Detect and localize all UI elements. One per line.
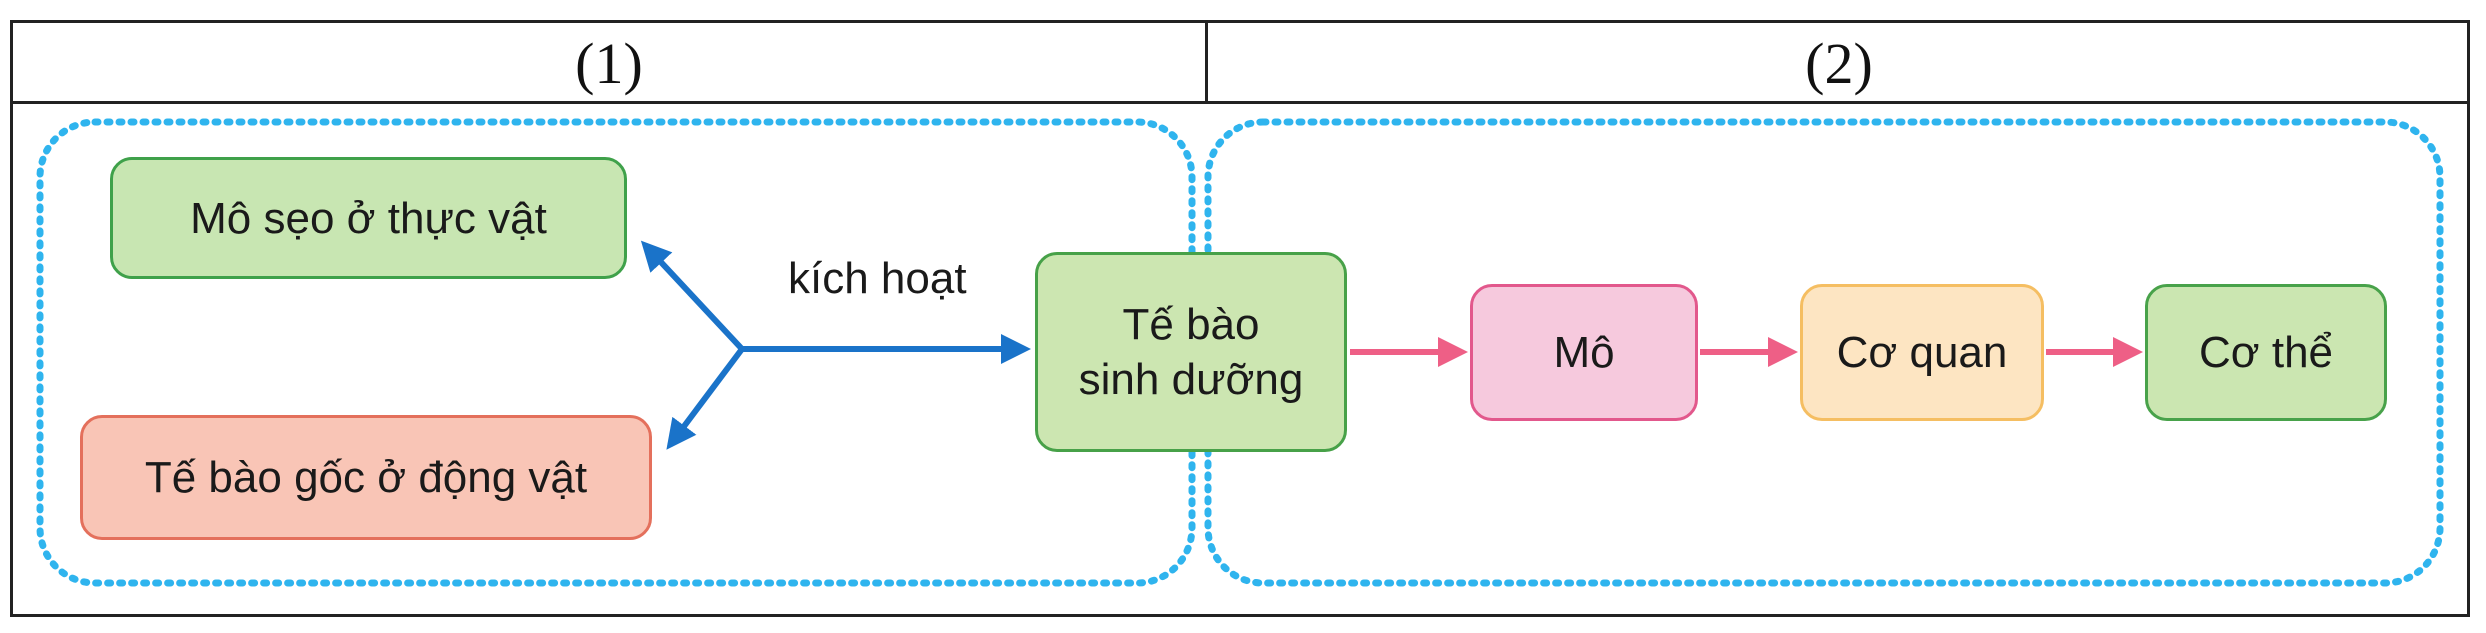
node-mo-seo-label: Mô sẹo ở thực vật — [190, 193, 547, 243]
column-divider — [1205, 23, 1208, 101]
column-2-label: (2) — [1805, 31, 1873, 96]
node-te-bao-goc-label: Tế bào gốc ở động vật — [144, 453, 588, 502]
node-co-the: Cơ thể — [2145, 284, 2387, 421]
node-co-the-label: Cơ thể — [2198, 328, 2334, 377]
node-mo-seo-thuc-vat: Mô sẹo ở thực vật — [110, 157, 627, 279]
diagram-frame: (1) (2) — [10, 20, 2470, 617]
branch-arrow-to-te-bao-goc — [666, 347, 745, 450]
column-1-label: (1) — [575, 31, 643, 96]
node-te-bao-goc-dong-vat: Tế bào gốc ở động vật — [80, 415, 652, 540]
region-1-dotted-border — [36, 118, 1196, 587]
node-co-quan: Cơ quan — [1800, 284, 2044, 421]
activation-label: kích hoạt — [788, 254, 967, 303]
node-sinh-duong-line-2: sinh dưỡng — [1078, 355, 1304, 404]
node-sinh-duong-line-1: Tế bào — [1122, 300, 1260, 349]
node-mo-label: Mô — [1553, 328, 1615, 377]
header-divider — [13, 101, 2467, 104]
node-sinh-duong-text: Tế bào sinh dưỡng — [1079, 297, 1304, 407]
node-mo: Mô — [1470, 284, 1698, 421]
node-co-quan-label: Cơ quan — [1836, 328, 2008, 377]
node-te-bao-sinh-duong: Tế bào sinh dưỡng — [1035, 252, 1347, 452]
branch-arrow-to-mo-seo — [640, 240, 745, 352]
